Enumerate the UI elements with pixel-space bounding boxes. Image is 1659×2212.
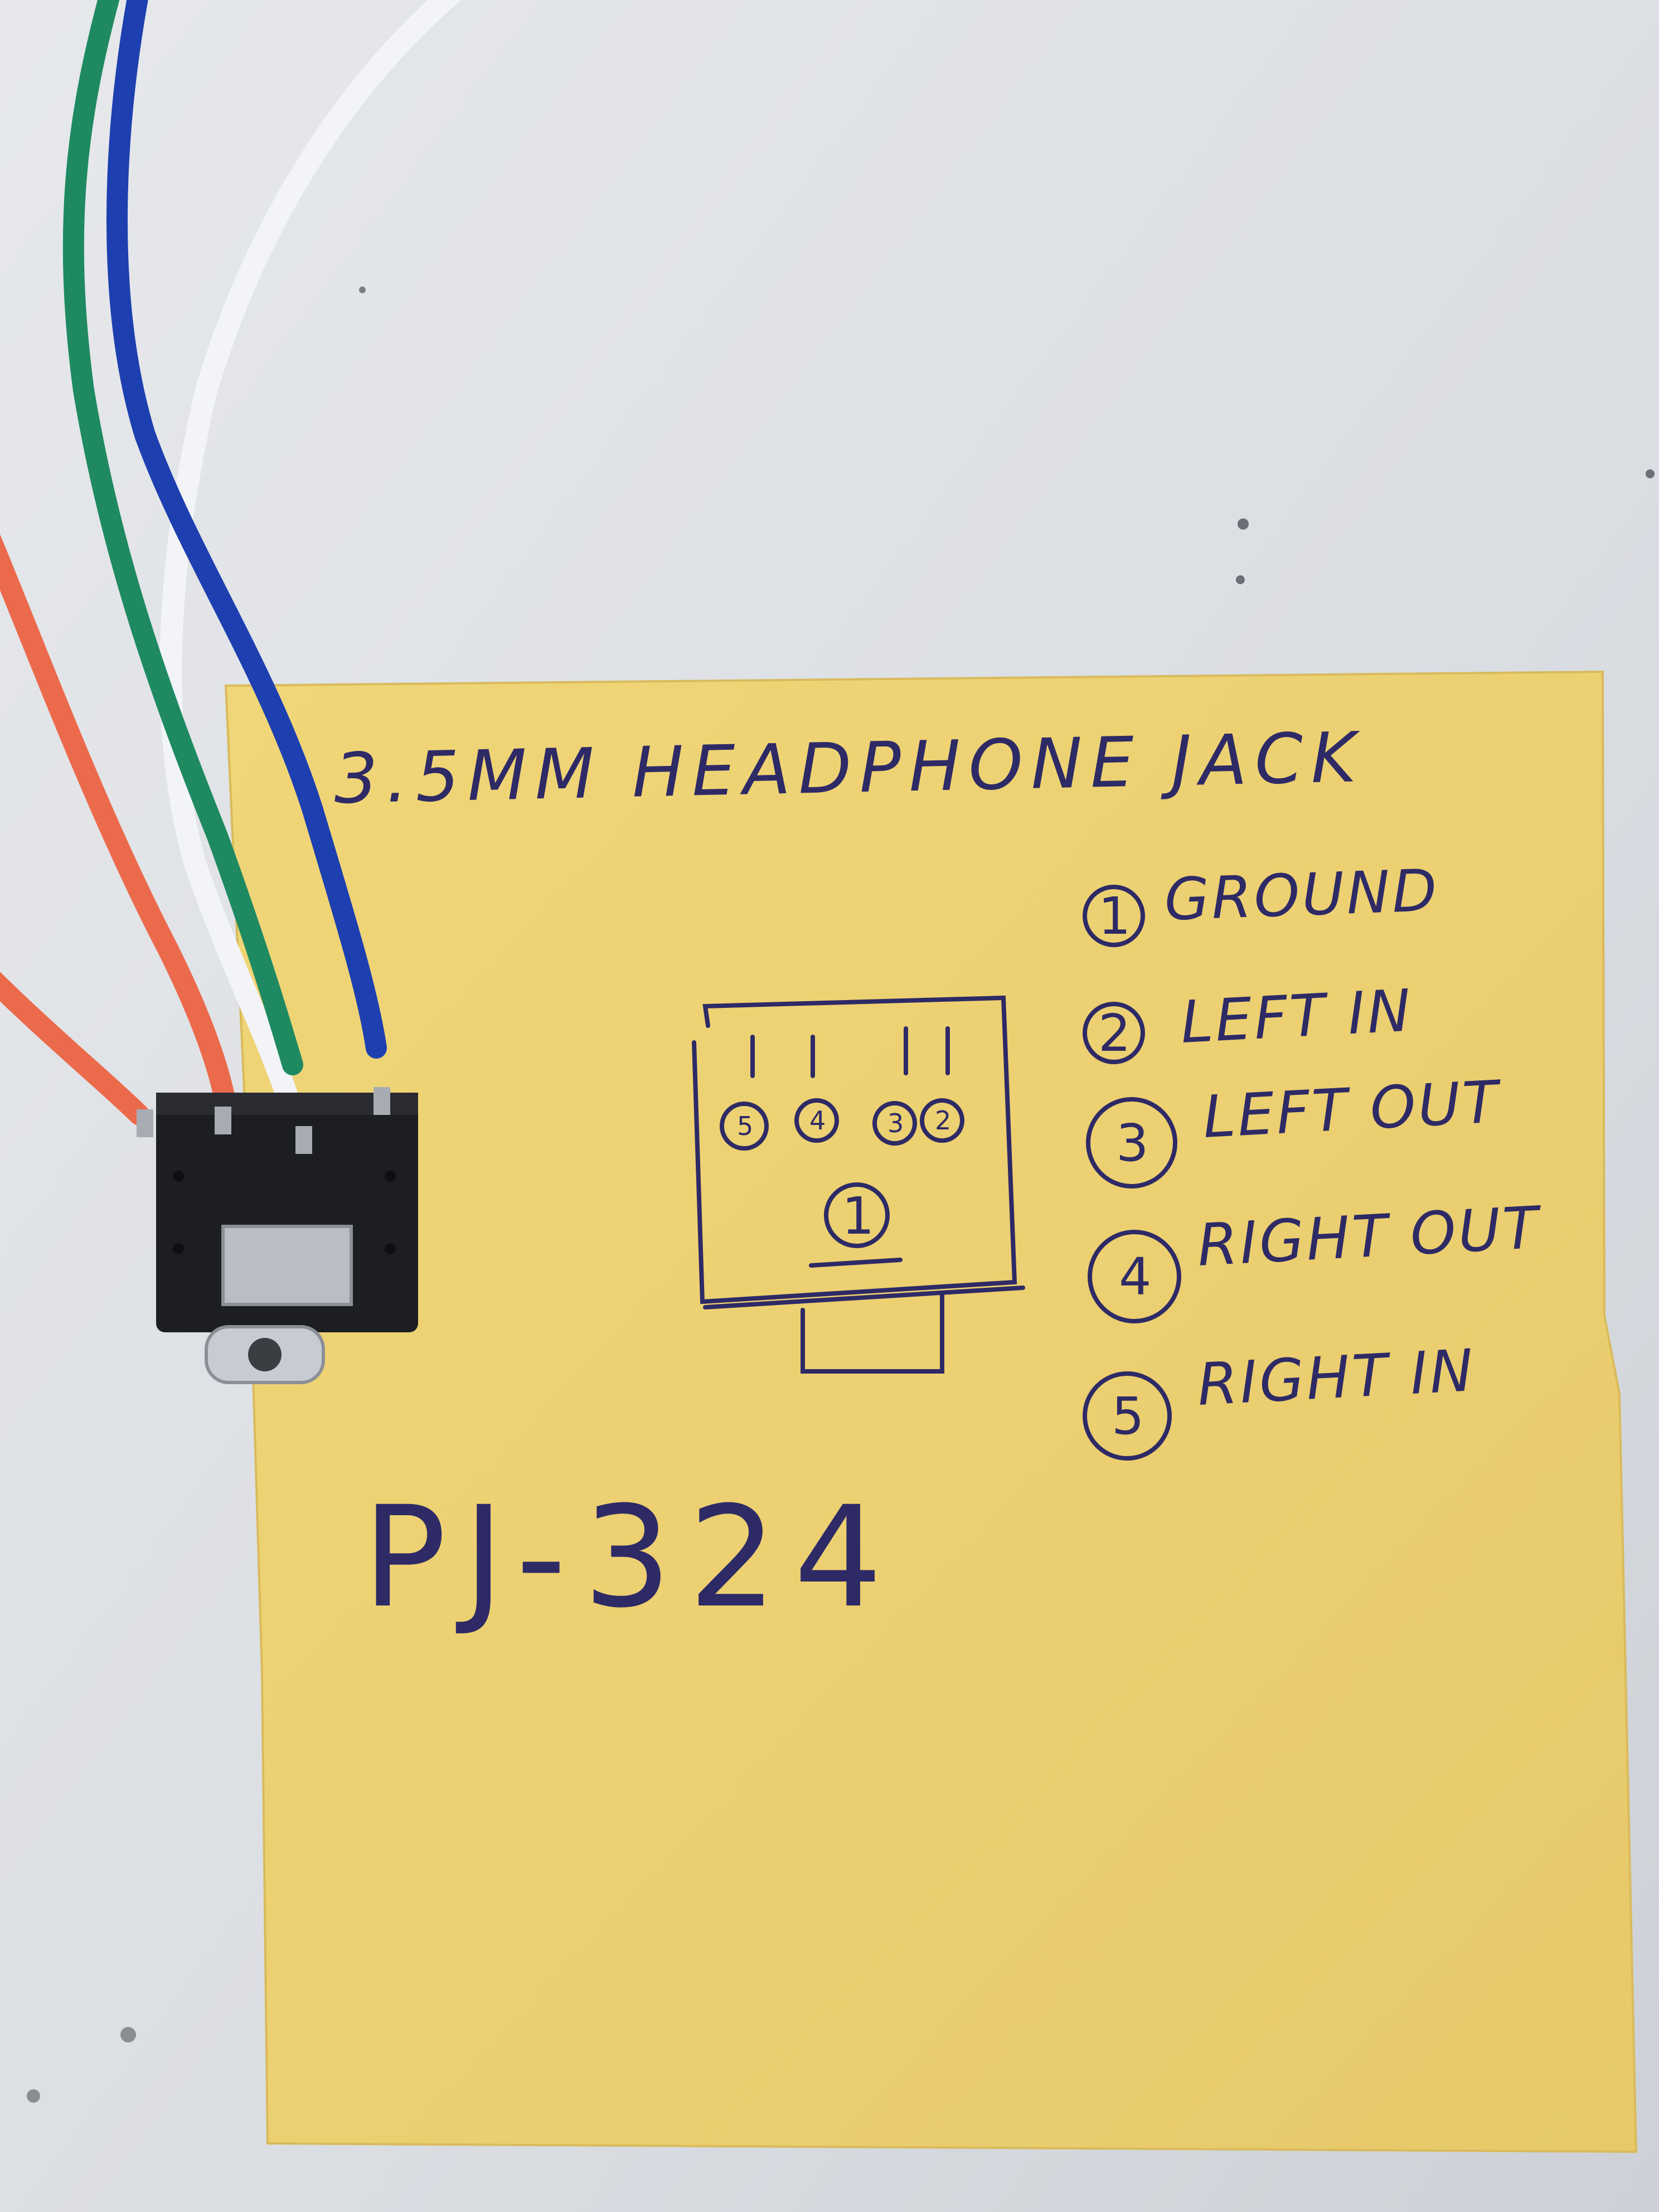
speck	[359, 287, 366, 293]
legend-circle-2	[1083, 1002, 1145, 1064]
solder-tab	[215, 1107, 231, 1134]
wire-orange-outer	[0, 972, 150, 1126]
pin-lines	[750, 1026, 950, 1078]
legend-circle-4	[1088, 1230, 1181, 1323]
jack-metal-plate	[221, 1225, 353, 1306]
wire-green	[62, 0, 303, 1075]
wire-white	[159, 0, 462, 1171]
part-number: PJ-324	[362, 1476, 899, 1638]
headphone-jack	[137, 1087, 418, 1384]
jack-pin	[385, 1171, 396, 1182]
legend-label-ground: GROUND	[1163, 856, 1440, 934]
speck	[27, 2089, 40, 2103]
wire-orange	[0, 534, 236, 1114]
legend-circle-3	[1086, 1097, 1177, 1189]
ground-underline	[809, 1258, 903, 1268]
legend-num-4: 4	[1119, 1247, 1152, 1307]
diagram-tab	[801, 1291, 944, 1374]
pin-circle-2	[920, 1098, 964, 1143]
solder-tab	[137, 1109, 153, 1137]
pin-label-1: 1	[842, 1186, 875, 1246]
jack-pin	[173, 1171, 184, 1182]
pin-circle-3	[872, 1101, 917, 1146]
pin-circle-1	[824, 1182, 890, 1248]
legend-num-2: 2	[1098, 1003, 1131, 1063]
solder-tab	[295, 1126, 312, 1154]
jack-diagram	[692, 995, 1025, 1374]
legend-num-3: 3	[1116, 1113, 1149, 1173]
solder-tab	[373, 1087, 390, 1115]
pin-label-3: 3	[887, 1108, 904, 1138]
pin-circle-4	[794, 1098, 839, 1143]
speck	[1236, 575, 1245, 584]
speck	[1238, 518, 1249, 530]
jack-pin	[173, 1243, 184, 1254]
legend-circle-1	[1083, 885, 1145, 947]
legend	[1083, 885, 1181, 1461]
wire-group	[0, 0, 462, 1171]
pin-label-5: 5	[737, 1111, 753, 1141]
wire-blue	[106, 0, 387, 1059]
speck	[1646, 469, 1655, 478]
pin-label-4: 4	[809, 1105, 826, 1136]
jack-pin	[385, 1243, 396, 1254]
diagram-base	[703, 1286, 1025, 1309]
diagram-body	[692, 995, 1017, 1304]
legend-num-5: 5	[1112, 1386, 1144, 1446]
legend-label-right-in: RIGHT IN	[1196, 1336, 1477, 1419]
legend-circle-5	[1083, 1371, 1172, 1461]
legend-label-left-out: LEFT OUT	[1201, 1068, 1504, 1151]
pin-circle-5	[720, 1102, 769, 1151]
legend-num-1: 1	[1098, 886, 1131, 946]
legend-label-left-in: LEFT IN	[1179, 976, 1414, 1056]
pin-label-2: 2	[935, 1105, 951, 1136]
jack-hole	[248, 1338, 282, 1371]
speck	[120, 2027, 136, 2043]
